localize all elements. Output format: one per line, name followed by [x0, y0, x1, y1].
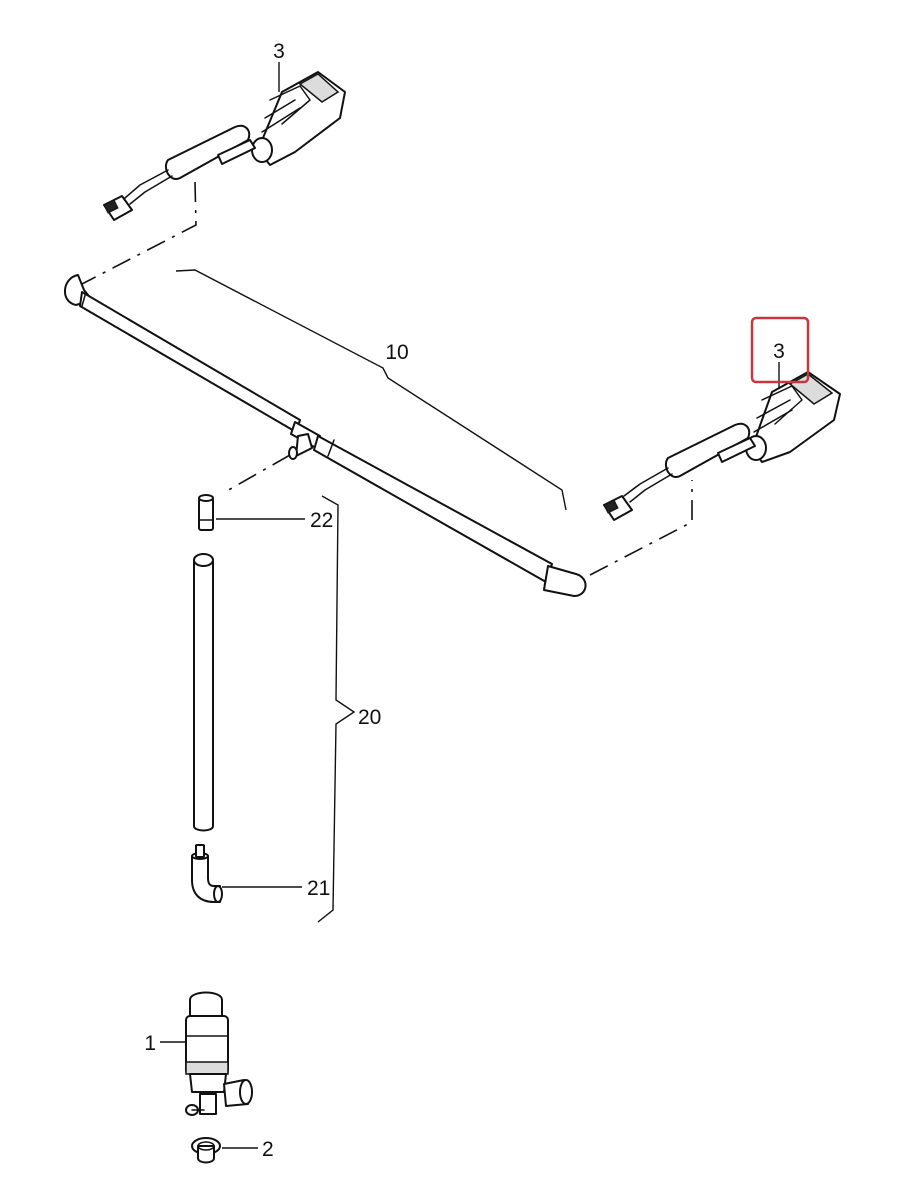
- label-hose-assembly: 10: [385, 341, 408, 364]
- label-connector: 22: [310, 509, 333, 532]
- bracket-hose-set: [317, 495, 356, 923]
- washer-pump: [185, 991, 253, 1116]
- label-elbow: 21: [307, 877, 330, 900]
- bracket-hose-assembly: [175, 269, 567, 511]
- connector-part: [198, 494, 214, 531]
- elbow-part: [191, 844, 223, 903]
- hose-assembly: [64, 274, 587, 597]
- dashed-link-right: [589, 480, 693, 576]
- straight-hose: [193, 553, 214, 832]
- highlight-box: [750, 316, 810, 384]
- label-nozzle-right: 3: [773, 340, 785, 363]
- label-pump: 1: [144, 1032, 156, 1055]
- grommet-part: [191, 1137, 221, 1164]
- label-grommet: 2: [262, 1138, 274, 1161]
- dashed-link-top: [79, 181, 197, 286]
- label-nozzle-top: 3: [273, 40, 285, 63]
- nozzle-assembly-top: [103, 71, 346, 221]
- nozzle-assembly-right: [603, 371, 841, 521]
- label-hose-set: 20: [358, 706, 381, 729]
- dashed-link-tee: [224, 454, 291, 493]
